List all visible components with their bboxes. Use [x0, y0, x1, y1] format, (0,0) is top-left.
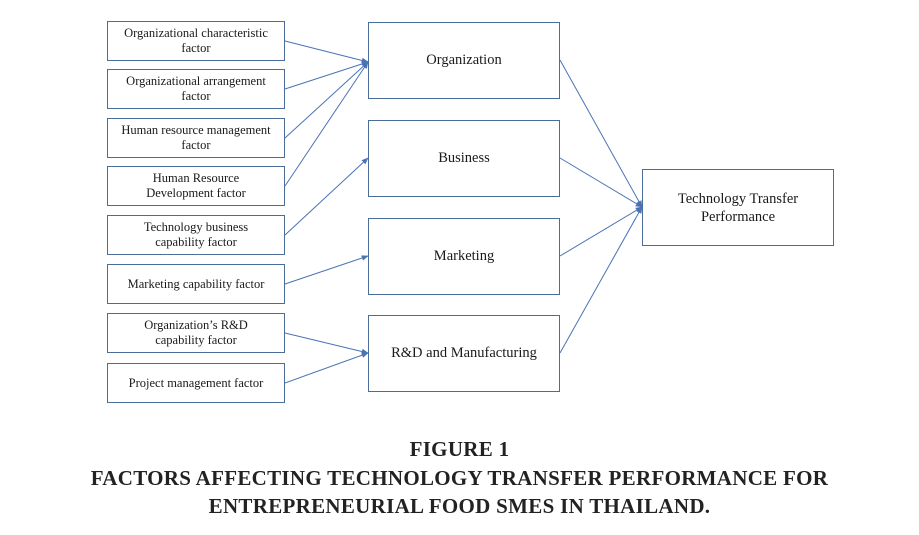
arrow-rnd-to-outcome	[559, 206, 643, 354]
arrow-f8-to-rnd	[284, 352, 369, 384]
arrow-f4-to-organization	[284, 61, 369, 187]
factor-label-line: Technology business	[143, 220, 249, 234]
dimension-label: Organization	[426, 52, 502, 68]
arrow-marketing-to-outcome	[559, 206, 643, 257]
arrow-f2-to-organization	[284, 61, 369, 90]
arrow-f5-to-business	[284, 157, 369, 236]
outcome-label-line: Performance	[700, 208, 776, 225]
outcome-label-line: Technology Transfer	[677, 190, 799, 207]
factor-label-line: capability factor	[155, 333, 237, 347]
factor-label-line: Organizational characteristic	[124, 26, 268, 40]
factor-label-line: Project management factor	[128, 375, 264, 390]
factor-label-line: factor	[181, 41, 211, 55]
factor-label-line: Human resource management	[121, 123, 271, 137]
arrow-f3-to-organization	[284, 61, 369, 139]
figure-title-line-2: ENTREPRENEURIAL FOOD SMES IN THAILAND.	[208, 494, 711, 518]
arrow-f7-to-rnd	[284, 332, 369, 355]
dimension-label: R&D and Manufacturing	[391, 345, 537, 361]
arrow-f1-to-organization	[284, 40, 369, 64]
dimension-box-business: Business	[368, 120, 560, 197]
dimension-box-marketing: Marketing	[368, 218, 560, 295]
arrow-business-to-outcome	[559, 157, 643, 208]
factor-label-line: factor	[181, 89, 211, 103]
dimension-label: Marketing	[433, 248, 495, 264]
factor-label-line: Marketing capability factor	[127, 276, 265, 291]
factor-label-line: factor	[181, 138, 211, 152]
arrow-f6-to-marketing	[284, 255, 369, 285]
factor-box-marketing-capability: Marketing capability factor	[107, 264, 285, 304]
factor-label-line: capability factor	[155, 235, 237, 249]
dimension-box-rnd-manufacturing: R&D and Manufacturing	[368, 315, 560, 392]
factor-label-line: Development factor	[146, 186, 246, 200]
factor-label-line: Organizational arrangement	[126, 74, 266, 88]
factor-box-project-management: Project management factor	[107, 363, 285, 403]
dimension-box-organization: Organization	[368, 22, 560, 99]
figure-title-line-1: FACTORS AFFECTING TECHNOLOGY TRANSFER PE…	[90, 466, 829, 490]
factor-label-line: Organization’s R&D	[144, 318, 248, 332]
figure-number: FIGURE 1	[409, 437, 510, 461]
factor-label-line: Human Resource	[152, 171, 240, 185]
dimension-label: Business	[438, 150, 490, 166]
diagram-connectors	[284, 40, 643, 384]
arrow-organization-to-outcome	[559, 59, 643, 208]
